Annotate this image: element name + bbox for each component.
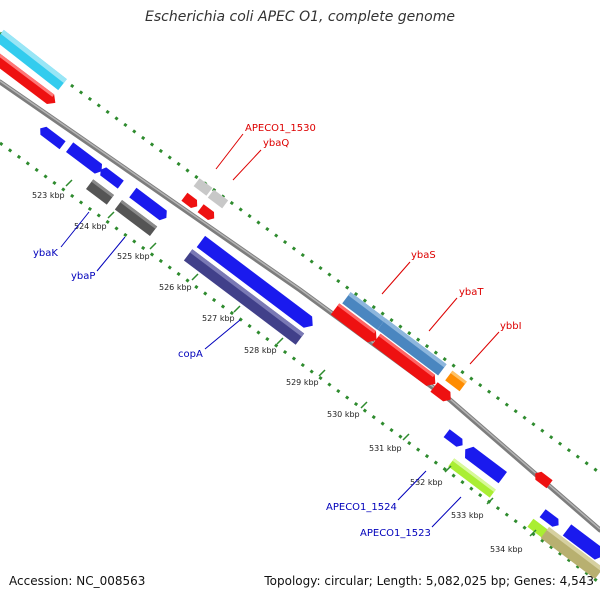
- tick-mark: [107, 211, 115, 219]
- tick-label: 531 kbp: [369, 444, 402, 453]
- gene-label-copa: copA: [178, 349, 203, 360]
- gene-label-apeco1-1523: APECO1_1523: [360, 528, 431, 539]
- tick-label: 529 kbp: [286, 378, 319, 387]
- gene-label-apeco1-1530: APECO1_1530: [245, 123, 316, 134]
- dotted-guide-inner: [0, 141, 600, 585]
- gene-label-ybap: ybaP: [71, 271, 95, 282]
- tick-label: 525 kbp: [117, 252, 150, 261]
- gene-steelblue-1: [342, 292, 386, 330]
- gene-features: [0, 29, 600, 580]
- tick-label: 524 kbp: [74, 222, 107, 231]
- gene-blue-3: [100, 167, 124, 189]
- gene-red-small-1: [181, 192, 198, 209]
- gene-label-ybas: ybaS: [411, 250, 436, 261]
- gene-red-mid-3: [430, 382, 451, 402]
- tick-mark: [318, 369, 326, 377]
- topology-text: Topology: circular; Length: 5,082,025 bp…: [264, 574, 594, 588]
- tick-mark: [486, 497, 494, 505]
- tick-mark: [402, 433, 410, 441]
- leader-line-apeco1-1523: [431, 496, 462, 528]
- tick-label: 533 kbp: [451, 511, 484, 520]
- gene-orange: [445, 370, 467, 392]
- gene-blue-5: [443, 429, 463, 447]
- gene-red-mid-1: [330, 303, 377, 343]
- map-title: Escherichia coli APEC O1, complete genom…: [145, 9, 455, 25]
- tick-label: 528 kbp: [244, 346, 277, 355]
- gene-red-top: [0, 52, 56, 105]
- gene-label-ybbi: ybbI: [500, 321, 522, 332]
- gene-gray-1: [86, 179, 114, 205]
- leader-line-apeco1-1524: [397, 470, 427, 501]
- gene-label-ybat: ybaT: [459, 287, 484, 298]
- gene-blue-8: [562, 524, 600, 560]
- leader-line-ybak: [60, 211, 90, 248]
- tick-mark: [149, 242, 157, 250]
- leader-line-ybap: [96, 236, 126, 272]
- gene-blue-1: [40, 126, 66, 150]
- gene-blue-long: [196, 235, 313, 328]
- tick-mark: [191, 273, 199, 281]
- gene-blue-7: [539, 509, 559, 527]
- genome-backbone-highlight: [0, 80, 600, 530]
- gene-label-ybak: ybaK: [33, 248, 58, 259]
- tick-mark: [65, 179, 73, 187]
- leader-line-ybbi: [469, 331, 500, 365]
- gene-khaki: [540, 526, 600, 580]
- gene-label-ybaq: ybaQ: [263, 138, 289, 149]
- tick-label: 527 kbp: [202, 314, 235, 323]
- dotted-guide-outer: [0, 31, 600, 475]
- tick-mark: [529, 529, 537, 537]
- gene-steelblue-2: [377, 318, 447, 376]
- tick-mark: [360, 401, 368, 409]
- gene-label-apeco1-1524: APECO1_1524: [326, 502, 397, 513]
- gene-cyan-top: [0, 29, 67, 91]
- gene-slate-long: [183, 249, 305, 345]
- tick-mark: [276, 337, 284, 345]
- forward-gene-labels: APECO1_1530 ybaQ ybaS ybaT ybbI: [215, 123, 522, 365]
- tick-label: 526 kbp: [159, 283, 192, 292]
- gene-gray-2: [114, 199, 158, 237]
- gene-red-small-2: [197, 204, 215, 221]
- gene-yellowgreen: [448, 458, 496, 498]
- gene-red-small-3: [535, 471, 553, 489]
- tick-mark: [444, 465, 452, 473]
- reverse-gene-labels: ybaK ybaP copA APECO1_1524 APECO1_1523: [33, 211, 462, 539]
- leader-line-copa: [204, 319, 241, 350]
- tick-label: 534 kbp: [490, 545, 523, 554]
- leader-line-ybas: [381, 261, 411, 295]
- leader-line-ybat: [428, 297, 458, 332]
- gene-blue-4: [129, 187, 167, 221]
- leader-line-apeco1-1530: [215, 133, 244, 170]
- tick-label: 523 kbp: [32, 191, 65, 200]
- gene-lightgray-1: [193, 178, 213, 196]
- leader-line-ybaq: [232, 149, 262, 181]
- tick-labels: 523 kbp 524 kbp 525 kbp 526 kbp 527 kbp …: [32, 191, 523, 554]
- gene-red-mid-2: [372, 333, 436, 386]
- accession-text: Accession: NC_008563: [9, 574, 146, 588]
- tick-label: 532 kbp: [410, 478, 443, 487]
- gene-lightgray-2: [207, 189, 229, 209]
- tick-label: 530 kbp: [327, 410, 360, 419]
- tick-marks: [65, 179, 537, 537]
- tick-mark: [233, 305, 241, 313]
- gene-blue-6: [465, 446, 507, 484]
- gene-blue-2: [66, 142, 102, 174]
- genome-backbone: [0, 79, 600, 533]
